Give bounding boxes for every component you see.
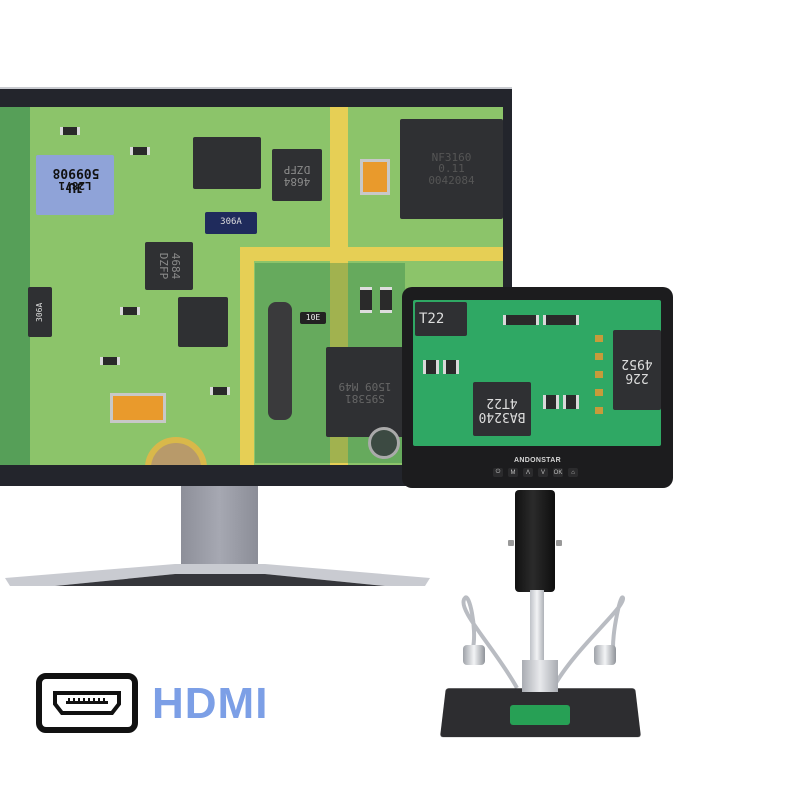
chip-label: NF3160 bbox=[431, 150, 472, 164]
power-button[interactable]: ⏻ bbox=[493, 468, 503, 477]
chip-label: 226 bbox=[625, 369, 649, 385]
chip-label: 0042084 bbox=[428, 173, 475, 187]
device-chip-ba3240: BA3240 4T22 bbox=[473, 382, 531, 436]
photo-button[interactable]: ⌂ bbox=[568, 468, 578, 477]
pcb-trace bbox=[240, 247, 503, 261]
chip-label: DZFP bbox=[283, 163, 311, 176]
focus-knob[interactable] bbox=[556, 540, 562, 546]
ok-button[interactable]: OK bbox=[553, 468, 563, 477]
led-lamp-left bbox=[463, 645, 485, 665]
pcb-smd bbox=[100, 357, 120, 365]
pcb-mounting-hole bbox=[145, 437, 207, 465]
pcb-large-ic-2: S95381 1509 M49 bbox=[326, 347, 404, 437]
pcb-smd bbox=[360, 287, 372, 313]
chip-label: 4952 bbox=[621, 356, 653, 371]
pcb-smd bbox=[120, 307, 140, 315]
monitor-stand-neck bbox=[181, 486, 258, 564]
chip-label: 0.11 bbox=[438, 162, 465, 176]
up-button[interactable]: Λ bbox=[523, 468, 533, 477]
microscope-camera-body bbox=[515, 490, 555, 592]
chip-label: 4684 bbox=[168, 252, 182, 280]
pcb-resistor-10e: 10E bbox=[300, 312, 326, 324]
chip-label: 1509 M49 bbox=[338, 380, 392, 393]
pcb-resistor-306a: 306A bbox=[205, 212, 257, 234]
pcb-smd bbox=[130, 147, 150, 155]
pcb-smd bbox=[60, 127, 80, 135]
pcb-ic-4684: 4684 DZFP bbox=[272, 149, 322, 201]
down-button[interactable]: V bbox=[538, 468, 548, 477]
pcb-ic-4684-2: 4684 DZFP bbox=[145, 242, 193, 290]
pcb-via bbox=[368, 427, 400, 459]
pcb-smd bbox=[380, 287, 392, 313]
pcb-resistor-306a-2: 306A bbox=[28, 287, 52, 337]
pole-clamp bbox=[522, 660, 558, 692]
sample-pcb bbox=[510, 705, 570, 725]
chip-label: JU bbox=[68, 179, 84, 194]
monitor-stand-base bbox=[5, 564, 430, 586]
pcb-capacitor bbox=[110, 393, 166, 423]
pcb-smd bbox=[543, 315, 579, 325]
pcb-region bbox=[0, 107, 30, 465]
chip-label: DZFP bbox=[157, 252, 170, 280]
chip-label: 4T22 bbox=[486, 395, 518, 410]
pcb-smd bbox=[443, 360, 459, 374]
device-chip-t22: T22 bbox=[415, 302, 467, 336]
menu-button[interactable]: M bbox=[508, 468, 518, 477]
gooseneck-lamps bbox=[461, 595, 625, 689]
pcb-smd bbox=[563, 395, 579, 409]
device-button-row: ⏻ M Λ V OK ⌂ bbox=[493, 468, 578, 477]
led-lamp-right bbox=[594, 645, 616, 665]
pcb-large-ic: NF3160 0.11 0042084 bbox=[400, 119, 503, 219]
pcb-crystal bbox=[268, 302, 292, 420]
hdmi-port-icon bbox=[36, 673, 138, 733]
chip-label: 509908 bbox=[52, 165, 100, 180]
pcb-smd bbox=[423, 360, 439, 374]
chip-label: S95381 bbox=[345, 391, 385, 405]
focus-knob[interactable] bbox=[508, 540, 514, 546]
pcb-smd bbox=[210, 387, 230, 395]
microscope-screen: T22 BA3240 4T22 226 4952 bbox=[413, 300, 661, 446]
pcb-chip bbox=[193, 137, 261, 189]
chip-label: BA3240 bbox=[478, 408, 526, 424]
pcb-capacitor bbox=[360, 159, 390, 195]
brand-label: ANDONSTAR bbox=[514, 457, 561, 464]
device-header-pins bbox=[595, 335, 603, 415]
hdmi-port-shape-icon bbox=[53, 691, 121, 715]
pcb-trace bbox=[240, 247, 254, 465]
pcb-smd bbox=[503, 315, 539, 325]
pcb-smd bbox=[543, 395, 559, 409]
pcb-chip bbox=[178, 297, 228, 347]
blue-chip-text: JU 509908 bbox=[44, 165, 108, 194]
hdmi-label: HDMI bbox=[152, 679, 269, 728]
chip-label: 4684 bbox=[283, 174, 311, 188]
device-chip-4952: 226 4952 bbox=[613, 330, 661, 410]
